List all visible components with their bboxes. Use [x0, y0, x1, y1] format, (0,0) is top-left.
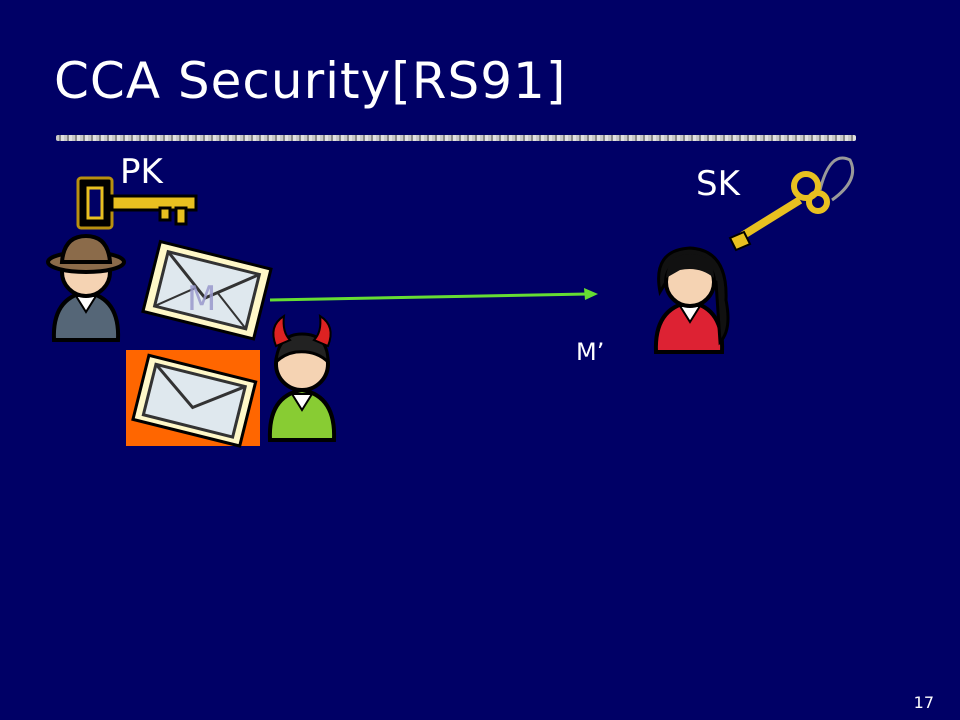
sender-person-icon — [46, 233, 126, 342]
secret-key-icon — [728, 156, 855, 252]
adversary-person-icon — [267, 314, 337, 442]
public-key-icon — [76, 176, 198, 230]
title-divider — [56, 135, 856, 141]
envelope-message-label: M — [187, 279, 216, 319]
envelope-icon — [141, 239, 273, 341]
secret-key-label: SK — [696, 164, 740, 204]
adversary-envelope-icon — [126, 350, 260, 448]
receiver-person-icon — [653, 246, 730, 354]
page-number: 17 — [913, 693, 934, 712]
public-key-label: PK — [120, 152, 163, 192]
modified-message-label: M’ — [576, 338, 605, 366]
slide-title: CCA Security[RS91] — [54, 52, 567, 110]
message-arrow — [269, 288, 598, 302]
